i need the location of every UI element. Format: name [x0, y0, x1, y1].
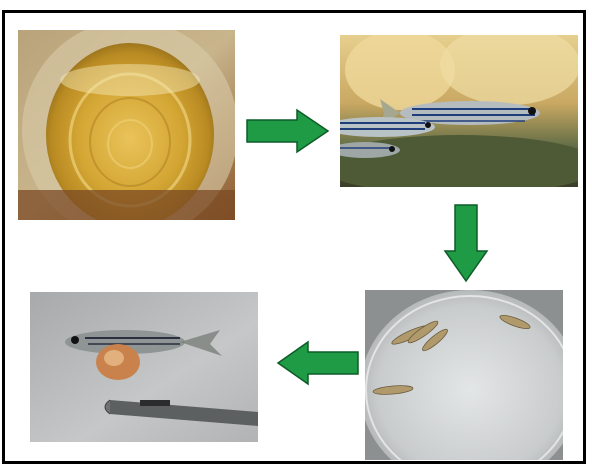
- arrow-left-icon: [276, 340, 360, 386]
- arrow-right-icon: [245, 108, 330, 154]
- fish-dissection-photo: [30, 292, 258, 442]
- arrow-down-icon: [443, 203, 489, 283]
- beaker-photo: [18, 30, 235, 220]
- zebrafish-aquarium-photo: [340, 35, 578, 187]
- petri-dish-photo: [365, 290, 563, 460]
